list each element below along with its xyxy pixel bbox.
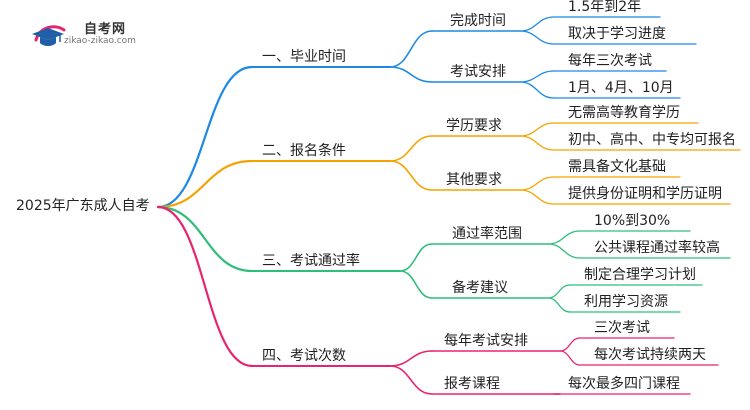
leaf-connector	[547, 243, 581, 259]
sub-connector	[389, 135, 433, 162]
leaf-connector	[519, 30, 555, 45]
leaf-connector	[519, 70, 555, 83]
leaf-topic: 利用学习资源	[584, 294, 668, 310]
sub-connector	[389, 365, 433, 395]
leaf-topic: 需具备文化基础	[568, 159, 666, 175]
branch-connector	[156, 205, 254, 368]
leaf-topic: 1.5年到2年	[568, 0, 642, 15]
leaf-connector	[547, 284, 571, 299]
leaf-connector	[559, 350, 581, 366]
leaf-topic: 提供身份证明和学历证明	[568, 186, 722, 202]
leaf-connector	[559, 337, 581, 352]
leaf-topic: 初中、高中、中专均可报名	[568, 132, 736, 148]
leaf-topic: 每次考试持续两天	[594, 347, 706, 363]
root-topic: 2025年广东成人自考	[16, 198, 150, 214]
sub-topic: 报考课程	[444, 376, 500, 392]
branch-connector	[156, 159, 254, 209]
branch-connector	[156, 205, 254, 273]
leaf-connector	[547, 297, 571, 313]
sub-topic: 每年考试安排	[444, 333, 528, 349]
leaf-topic: 取决于学习进度	[568, 26, 666, 42]
leaf-topic: 公共课程通过率较高	[594, 240, 720, 256]
leaf-topic: 10%到30%	[594, 213, 671, 229]
leaf-topic: 制定合理学习计划	[584, 267, 696, 283]
branch-graduation-time: 一、毕业时间	[262, 49, 346, 65]
sub-connector	[389, 30, 433, 68]
branch-exam-count: 四、考试次数	[262, 348, 346, 364]
leaf-connector	[519, 122, 555, 137]
branch-connector	[156, 65, 254, 209]
leaf-topic: 无需高等教育学历	[568, 105, 680, 121]
sub-topic: 备考建议	[452, 280, 508, 296]
logo-url: zikao-zikao.com	[64, 36, 136, 46]
sub-connector	[389, 350, 433, 367]
leaf-connector	[519, 81, 555, 99]
leaf-topic: 每次最多四门课程	[568, 376, 680, 392]
leaf-connector	[519, 135, 555, 151]
branch-pass-rate: 三、考试通过率	[262, 253, 360, 269]
sub-topic: 学历要求	[446, 118, 502, 134]
site-logo[interactable]: 自考网 zikao-zikao.com	[22, 17, 142, 51]
leaf-connector	[519, 16, 555, 32]
sub-topic: 完成时间	[450, 13, 506, 29]
sub-connector	[389, 66, 433, 83]
sub-topic: 通过率范围	[452, 226, 522, 242]
leaf-connector	[519, 176, 555, 191]
sub-topic: 考试安排	[450, 64, 506, 80]
branch-registration-conditions: 二、报名条件	[262, 143, 346, 159]
logo-name: 自考网	[84, 22, 127, 37]
leaf-topic: 三次考试	[594, 320, 650, 336]
leaf-topic: 1月、4月、10月	[568, 80, 674, 96]
graduation-cap-logo-icon	[32, 25, 66, 46]
leaf-connector	[547, 230, 581, 245]
sub-connector	[389, 160, 433, 191]
sub-topic: 其他要求	[446, 172, 502, 188]
sub-connector	[399, 270, 433, 299]
connector-lines	[156, 16, 741, 395]
sub-connector	[399, 243, 433, 272]
leaf-connector	[519, 189, 555, 205]
leaf-topic: 每年三次考试	[568, 53, 652, 69]
